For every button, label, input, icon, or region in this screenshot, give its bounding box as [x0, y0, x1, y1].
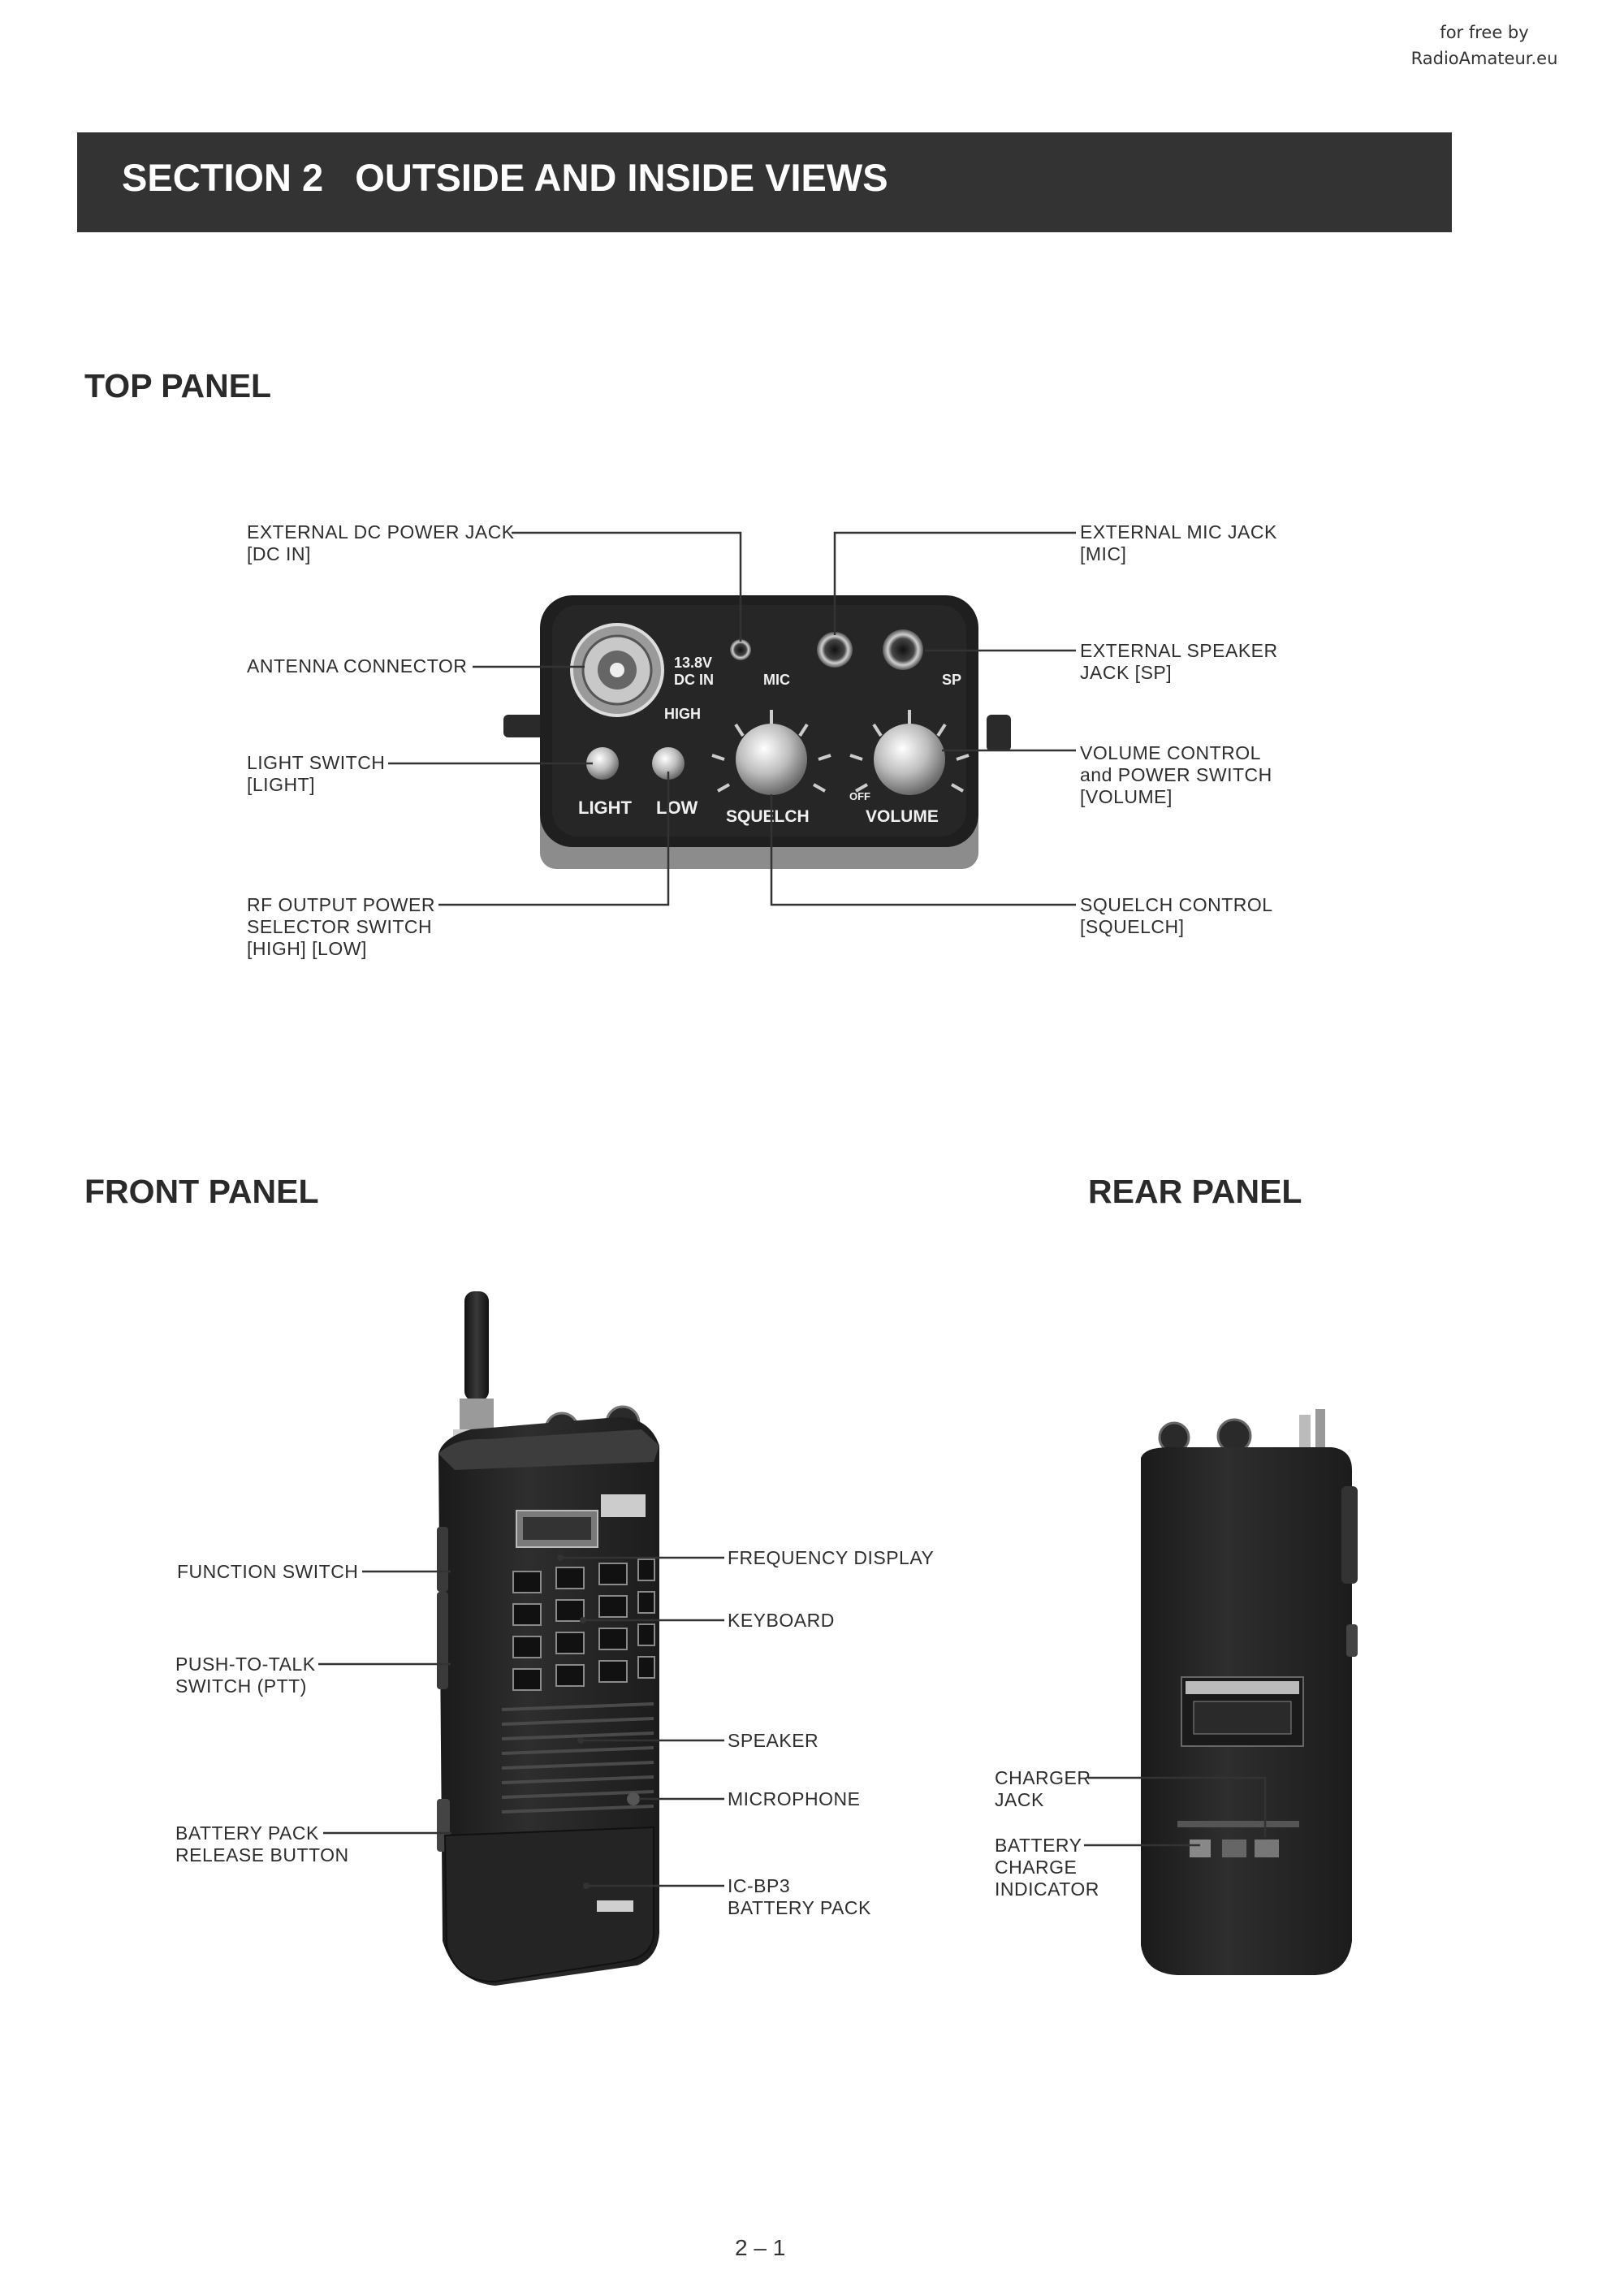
label-squelch-control: SQUELCH CONTROL [SQUELCH]	[1080, 894, 1273, 937]
label-dc-power-jack: EXTERNAL DC POWER JACK [DC IN]	[247, 521, 515, 564]
marking-off: OFF	[849, 790, 870, 802]
battery-pack-icon	[443, 1826, 654, 1983]
keyboard-icon	[512, 1559, 655, 1691]
label-battery-pack: IC-BP3 BATTERY PACK	[728, 1875, 871, 1918]
speaker-grille-icon	[501, 1702, 654, 1814]
label-keyboard: KEYBOARD	[728, 1610, 835, 1631]
squelch-knob-icon	[711, 710, 831, 795]
top-panel-device: 13.8V DC IN MIC SP HIGH LIGHT LOW SQUELC…	[503, 595, 1011, 869]
page-number: 2 – 1	[735, 2235, 786, 2260]
marking-squelch: SQUELCH	[726, 807, 810, 826]
front-panel-leader-lines	[318, 1556, 724, 1887]
antenna-icon	[464, 1291, 489, 1401]
rear-panel-heading: REAR PANEL	[1088, 1173, 1302, 1210]
label-antenna-connector: ANTENNA CONNECTOR	[247, 655, 468, 677]
watermark: for free by RadioAmateur.eu	[1395, 19, 1574, 71]
marking-mic: MIC	[763, 672, 790, 688]
marking-sp: SP	[942, 672, 961, 688]
marking-low: LOW	[656, 798, 698, 818]
label-mic-jack: EXTERNAL MIC JACK [MIC]	[1080, 521, 1277, 564]
label-speaker: SPEAKER	[728, 1730, 819, 1751]
label-function-switch: FUNCTION SWITCH	[177, 1561, 359, 1582]
section-header-bar: SECTION 2 OUTSIDE AND INSIDE VIEWS	[77, 132, 1452, 232]
dc-in-jack-icon	[730, 639, 751, 660]
label-rf-output-power: RF OUTPUT POWER SELECTOR SWITCH [HIGH] […	[247, 894, 435, 959]
rear-panel-leader-lines	[1084, 1776, 1267, 1847]
marking-high: HIGH	[664, 706, 701, 722]
front-panel-heading: FRONT PANEL	[84, 1173, 319, 1210]
microphone-icon	[627, 1792, 640, 1805]
top-panel-leader-lines	[388, 531, 1076, 906]
label-frequency-display: FREQUENCY DISPLAY	[728, 1547, 935, 1568]
label-battery-release: BATTERY PACK RELEASE BUTTON	[175, 1822, 349, 1865]
light-switch-icon	[586, 747, 619, 780]
marking-light: LIGHT	[578, 798, 633, 818]
label-speaker-jack: EXTERNAL SPEAKER JACK [SP]	[1080, 640, 1278, 683]
label-charger-jack: CHARGER JACK	[995, 1767, 1091, 1810]
marking-dc-in-voltage: 13.8V	[674, 655, 712, 671]
watermark-line-2: RadioAmateur.eu	[1410, 49, 1558, 68]
rear-panel-radio	[1141, 1409, 1358, 1975]
marking-dc-in: DC IN	[674, 672, 714, 688]
speaker-jack-icon	[883, 629, 923, 670]
mic-jack-icon	[817, 632, 853, 668]
marking-volume: VOLUME	[866, 807, 939, 826]
label-charge-indicator: BATTERY CHARGE INDICATOR	[995, 1835, 1099, 1900]
top-panel-heading: TOP PANEL	[84, 367, 272, 404]
power-selector-switch-icon	[652, 747, 685, 780]
front-panel-radio	[437, 1291, 659, 1986]
charge-indicator-icon	[1255, 1840, 1279, 1857]
section-title: SECTION 2 OUTSIDE AND INSIDE VIEWS	[122, 156, 888, 199]
volume-knob-icon	[849, 710, 970, 795]
label-microphone: MICROPHONE	[728, 1788, 861, 1809]
label-light-switch: LIGHT SWITCH [LIGHT]	[247, 752, 386, 795]
label-push-to-talk: PUSH-TO-TALK SWITCH (PTT)	[175, 1654, 316, 1697]
label-volume-control: VOLUME CONTROL and POWER SWITCH [VOLUME]	[1080, 742, 1272, 807]
charger-jack-icon	[1190, 1840, 1211, 1857]
watermark-line-1: for free by	[1440, 23, 1529, 42]
